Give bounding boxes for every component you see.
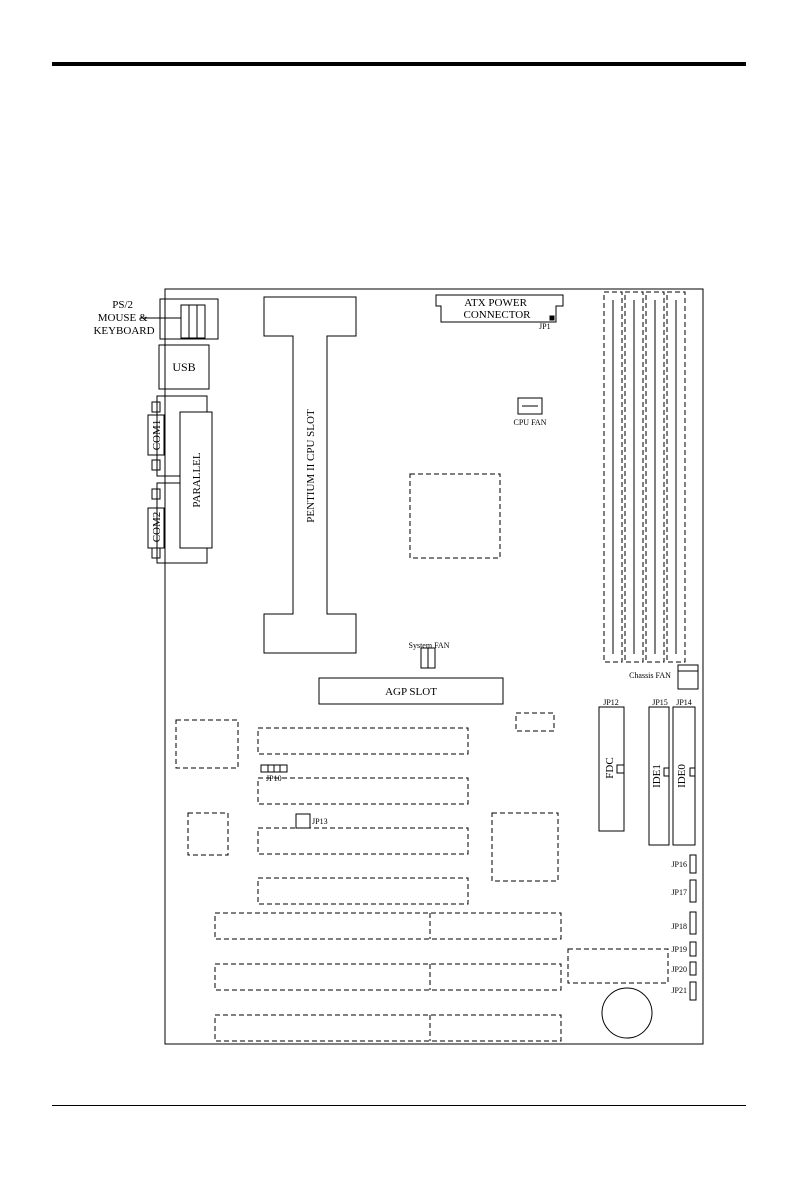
jp10-jumper: [261, 765, 287, 772]
ide0-label: IDE0: [676, 764, 688, 788]
clock-chip: [188, 813, 228, 855]
jp17-label: JP17: [671, 888, 687, 897]
ps2-line-3: KEYBOARD: [93, 325, 154, 337]
cpu-fan-label: CPU FAN: [514, 418, 547, 427]
chassis-fan-label: Chassis FAN: [629, 671, 671, 680]
ps2-line-2: MOUSE &: [98, 312, 148, 324]
cpu-slot-label: PENTIUM II CPU SLOT: [305, 409, 317, 523]
chassis-fan-header: [678, 665, 698, 689]
jp18-label: JP18: [671, 922, 687, 931]
ps2-line-1: PS/2: [112, 299, 133, 311]
io-chip: [176, 720, 238, 768]
com1-label: COM1: [151, 420, 163, 451]
jp1-pin: [550, 316, 554, 320]
system-fan-header: [421, 648, 435, 668]
jp10-label: JP10: [266, 774, 282, 783]
jp14-label: JP14: [676, 698, 692, 707]
footer-rule: [52, 1105, 746, 1106]
ide1-label: IDE1: [651, 764, 663, 788]
jp15-label: JP15: [652, 698, 668, 707]
pci-slots: [258, 728, 468, 904]
atx-line-2: CONNECTOR: [463, 309, 531, 321]
jumper-block: [690, 855, 696, 1000]
jp13-jumper: [296, 814, 310, 828]
jp19-label: JP19: [671, 945, 687, 954]
small-chip: [516, 713, 554, 731]
system-fan-label: System FAN: [409, 641, 450, 650]
fdc-label: FDC: [604, 757, 616, 778]
cpu-fan-header: [518, 398, 542, 414]
agp-slot-label: AGP SLOT: [385, 686, 437, 698]
jp20-label: JP20: [671, 965, 687, 974]
com2-label: COM2: [151, 512, 163, 543]
battery: [602, 988, 652, 1038]
south-bridge-chip: [492, 813, 558, 881]
dimm-slots: [604, 292, 685, 662]
jp1-label: JP1: [539, 322, 551, 331]
ps2-label: PS/2 MOUSE & KEYBOARD: [93, 299, 154, 337]
jp16-label: JP16: [671, 860, 687, 869]
atx-line-1: ATX POWER: [464, 297, 527, 309]
bios-chip: [568, 949, 668, 983]
jp12-label: JP12: [603, 698, 619, 707]
parallel-label: PARALLEL: [191, 452, 203, 507]
jp13-label: JP13: [312, 817, 328, 826]
north-bridge-chip: [410, 474, 500, 558]
jp21-label: JP21: [671, 986, 687, 995]
atx-power-label: ATX POWER CONNECTOR: [463, 297, 531, 321]
usb-label: USB: [172, 360, 195, 374]
isa-slots: [215, 913, 561, 1041]
